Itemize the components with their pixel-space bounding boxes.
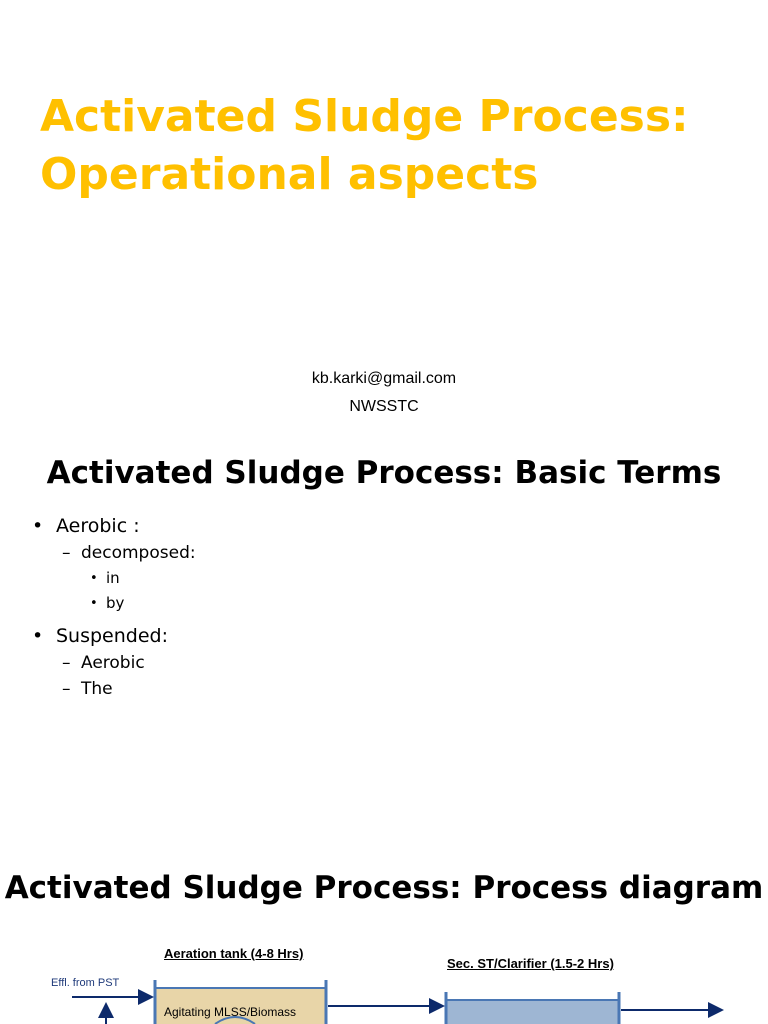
sub-bullet-the: The xyxy=(32,676,196,702)
aeration-tank-label: Aeration tank (4-8 Hrs) xyxy=(164,946,304,961)
bullet-aerobic: Aerobic : xyxy=(32,512,196,540)
aerator-icon xyxy=(214,1016,256,1024)
slide1-title: Activated Sludge Process: Operational as… xyxy=(40,88,760,204)
bullet-suspended: Suspended: xyxy=(32,622,196,650)
author-organization: NWSSTC xyxy=(349,398,419,415)
process-diagram: Aeration tank (4-8 Hrs) Sec. ST/Clarifie… xyxy=(0,940,768,1024)
title-line-2: Operational aspects xyxy=(40,149,539,200)
sub-bullet-decomposed: decomposed: xyxy=(32,540,196,566)
bullet-list: Aerobic : decomposed: in by Suspended: A… xyxy=(32,512,196,702)
sub-sub-bullet-by: by xyxy=(32,591,196,616)
title-line-1: Activated Sludge Process: xyxy=(40,91,689,142)
clarifier-tank xyxy=(445,999,620,1024)
sub-sub-bullet-in: in xyxy=(32,566,196,591)
sub-bullet-aerobic: Aerobic xyxy=(32,650,196,676)
slide2-title: Activated Sludge Process: Basic Terms xyxy=(46,455,722,491)
process-diagram-drawing xyxy=(72,980,724,1024)
clarifier-label: Sec. ST/Clarifier (1.5-2 Hrs) xyxy=(447,956,614,971)
aeration-tank-text: Agitating MLSS/Biomass xyxy=(164,1005,297,1019)
author-email: kb.karki@gmail.com xyxy=(311,370,457,387)
inflow-label: Effl. from PST xyxy=(51,977,120,989)
slide3-title: Activated Sludge Process: Process diagra… xyxy=(4,870,764,906)
